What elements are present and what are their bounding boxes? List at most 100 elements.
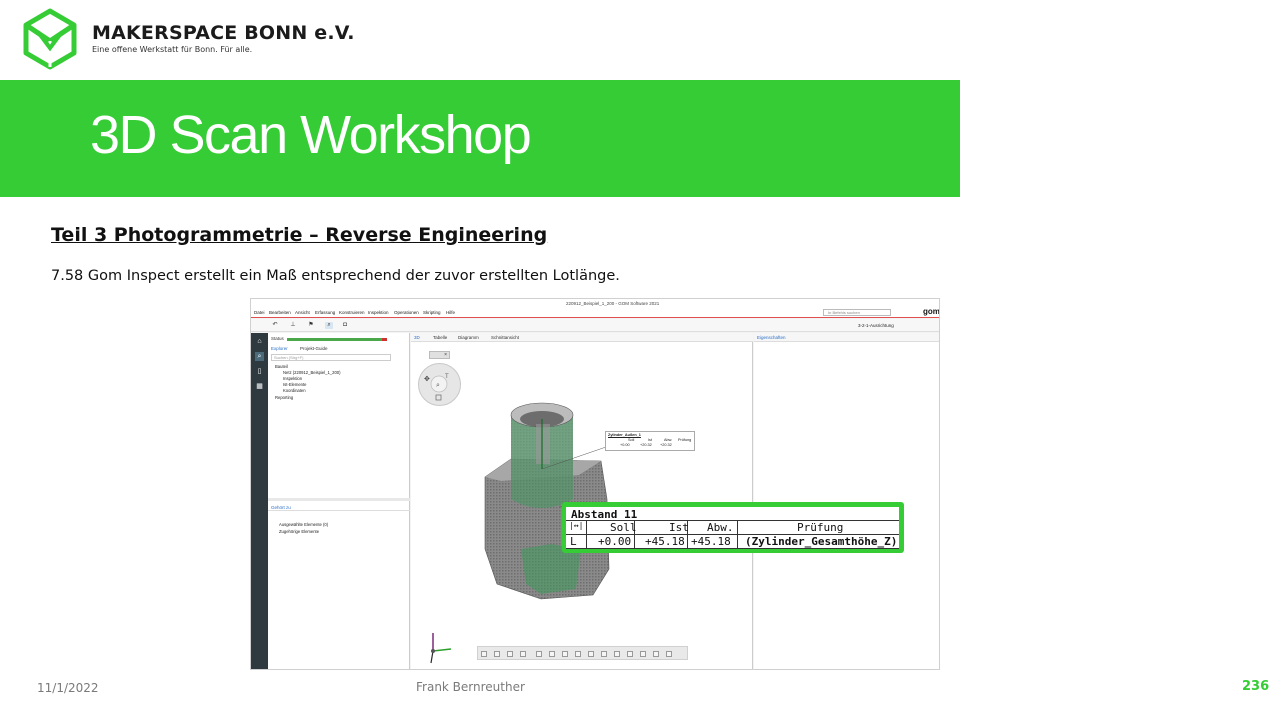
measurement-col-sep-3 [687,520,688,548]
related-elements-item[interactable]: Zugehörige Elemente [279,529,320,534]
svg-text:✥: ✥ [424,375,430,383]
menu-bar [251,309,939,318]
lasso-icon[interactable] [520,651,526,657]
surface-icon[interactable] [562,651,568,657]
menu-erfassung[interactable]: Erfassung [315,310,336,315]
clip-icon[interactable] [549,651,555,657]
tab-schnittansicht[interactable]: Schnittansicht [491,335,520,340]
cylinder-label-ist: +20.32 [640,443,652,447]
cylinder-label-ist-header: Ist [648,438,653,442]
left-sidebar [251,333,268,669]
flag-icon[interactable]: ⚑ [308,322,314,328]
tab-tabelle[interactable]: Tabelle [433,335,448,340]
measurement-abw-value: +45.18 [691,535,731,548]
measurement-divider-bottom [566,548,899,549]
title-banner [0,80,960,197]
document-icon[interactable]: ▯ [257,368,262,375]
measurement-header-pruefung: Prüfung [797,521,844,534]
explorer-search-input[interactable]: Suchen (Strg+F) [271,354,391,361]
cylinder-label-soll-header: Soll [628,438,635,442]
status-progress-end [382,338,387,341]
alignment-selector[interactable]: 3-2-1-Ausrichtung [858,323,894,328]
cylinder-label-soll: +0.00 [620,443,630,447]
makerspace-logo-icon [23,8,77,70]
measurement-header-abw: Abw. [707,521,734,534]
scanned-part-model [484,402,610,600]
tree-item-koordinaten[interactable]: Koordinaten [283,388,306,393]
cylinder-label-abw: +20.32 [660,443,672,447]
viewport-tabs [411,333,753,342]
measurement-col-sep-4 [737,520,738,548]
search-icon[interactable]: ⌕ [255,352,264,361]
menu-inspektion[interactable]: Inspektion [368,310,389,315]
properties-panel [754,333,939,669]
menu-konstruieren[interactable]: Konstruieren [339,310,365,315]
tree-item-netz[interactable]: Netz (220912_Beispiel_1_200) [283,370,341,375]
tab-explorer[interactable]: Explorer [271,346,288,351]
measurement-length-icon: |↔| [569,521,584,530]
display-icon[interactable] [494,651,500,657]
navigation-close-button[interactable]: × [429,351,450,359]
axis-gizmo-icon [430,633,452,664]
viewport-bottom-toolbar [477,646,688,660]
grid-icon[interactable]: ▦ [256,383,263,390]
gom-logo: gom [923,307,940,316]
status-label: Status [271,336,284,341]
slide-title: 3D Scan Workshop [90,105,532,165]
menu-datei[interactable]: Datei [254,310,265,315]
measurement-divider-mid [566,534,899,535]
panel-splitter[interactable] [268,498,410,501]
cylinder-label-abw-header: Abw. [664,438,673,442]
tree-item-reporting[interactable]: Reporting [275,395,294,400]
selected-elements-item[interactable]: Ausgewählte Elemente (0) [279,522,329,527]
section-heading: Teil 3 Photogrammetrie – Reverse Enginee… [51,224,548,246]
explorer-panel [268,333,410,669]
undo-icon[interactable]: ↶ [272,322,278,328]
zoom-icon[interactable]: ⌕ [325,322,333,329]
report-icon[interactable] [666,651,672,657]
menu-skripting[interactable]: Skripting [423,310,441,315]
measurement-ist-value: +45.18 [645,535,685,548]
point-icon[interactable] [575,651,581,657]
tab-eigenschaften[interactable]: Eigenschaften [757,335,786,340]
cylinder-icon[interactable] [627,651,633,657]
step-text: 7.58 Gom Inspect erstellt ein Maß entspr… [51,268,620,284]
section-icon[interactable] [536,651,542,657]
cylinder-label-pruefung-header: Prüfung [678,438,692,442]
quick-search-input[interactable]: In Befehls suchen [823,309,891,316]
measurement-header-ist: Ist [669,521,689,534]
tab-projekt-guide[interactable]: Projekt-Guide [300,346,328,351]
measurement-soll-value: +0.00 [598,535,632,548]
menu-hilfe[interactable]: Hilfe [446,310,456,315]
footer-author: Frank Bernreuther [416,680,525,694]
circle-icon[interactable] [614,651,620,657]
menu-ansicht[interactable]: Ansicht [295,310,310,315]
ruler-icon[interactable]: ⊥ [290,322,296,328]
distance-icon[interactable] [640,651,646,657]
view-icon[interactable] [481,651,487,657]
plane-icon[interactable] [601,651,607,657]
tab-gehoert-zu[interactable]: Gehört zu [271,505,291,510]
tab-diagramm[interactable]: Diagramm [458,335,479,340]
cylinder-label[interactable]: Zylinder_Außen_1 Soll Ist Abw. Prüfung +… [605,431,695,451]
tab-3d[interactable]: 3D [414,335,420,340]
home-icon[interactable]: ⌂ [257,338,262,345]
svg-text:⌕: ⌕ [436,382,440,389]
navigation-wheel-icons: ✥ T ⌕ [424,374,449,401]
measurement-header-soll: Soll [610,521,637,534]
tree-item-inspektion[interactable]: Inspektion [283,376,303,381]
tree-item-ist-elemente[interactable]: Ist-Elemente [283,382,307,387]
menu-bearbeiten[interactable]: Bearbeiten [269,310,291,315]
select-icon[interactable] [507,651,513,657]
line-icon[interactable] [588,651,594,657]
status-progress [287,338,387,341]
menu-operationen[interactable]: Operationen [394,310,419,315]
measurement-row-label: L [570,535,577,548]
camera-icon[interactable]: ◘ [343,322,347,328]
tree-item-bauteil[interactable]: Bauteil [275,364,288,369]
label-icon[interactable] [653,651,659,657]
measurement-label[interactable] [566,507,899,549]
cylinder-label-title: Zylinder_Außen_1 [608,433,641,437]
svg-text:T: T [445,374,449,380]
measurement-col-sep-2 [634,520,635,548]
